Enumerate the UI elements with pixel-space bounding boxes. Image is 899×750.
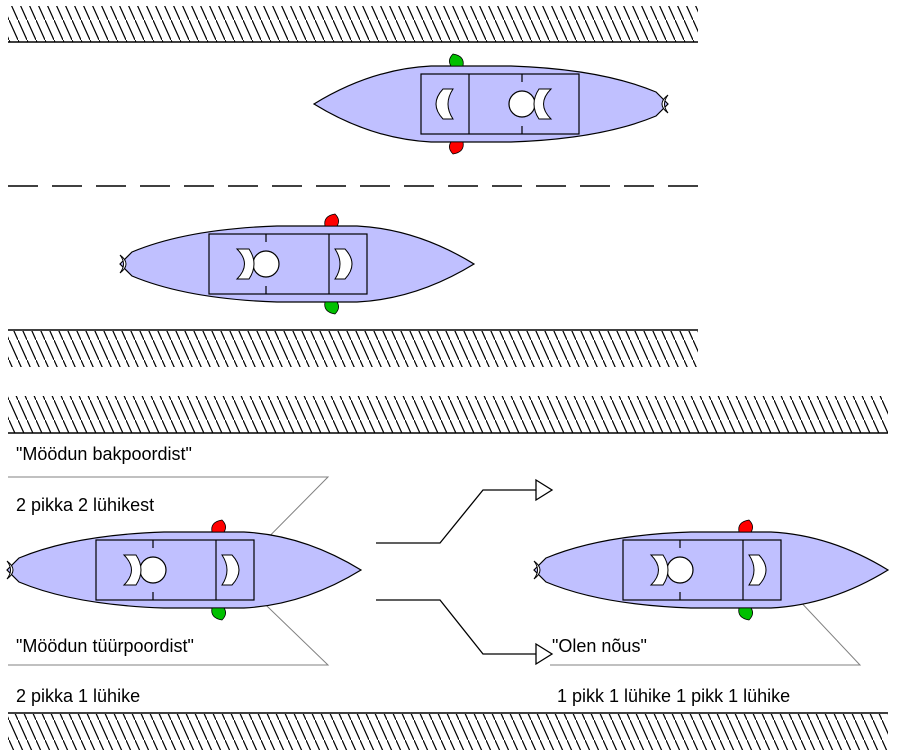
arrow-starboard-path xyxy=(376,599,536,655)
top-bank-hatching xyxy=(8,6,698,42)
arrow-port-path xyxy=(376,489,536,544)
label-agree-signal: 1 pikk 1 lühike 1 pikk 1 lühike xyxy=(557,686,790,706)
boat-upper-left-heading-icon xyxy=(313,53,669,155)
bottom-bank-hatching xyxy=(8,331,698,367)
label-overtake-starboard-signal: 2 pikka 1 lühike xyxy=(16,686,140,706)
leader-line-starboard xyxy=(8,579,330,666)
label-agree: "Olen nõus" xyxy=(552,636,647,656)
label-overtake-starboard: "Möödun tüürpoordist" xyxy=(16,636,194,656)
label-overtake-port: "Möödun bakpoordist" xyxy=(16,444,192,464)
overtaken-boat-icon xyxy=(533,519,889,621)
boat-lower-right-heading-icon xyxy=(119,213,475,315)
scene2-top-bank-hatching xyxy=(8,396,888,433)
overtaking-boat-icon xyxy=(6,519,362,621)
top-scene xyxy=(8,6,698,367)
arrow-starboard-head-icon xyxy=(535,642,554,666)
arrow-port-head-icon xyxy=(535,478,554,502)
label-overtake-port-signal: 2 pikka 2 lühikest xyxy=(16,495,154,515)
leader-line-agree xyxy=(550,579,862,666)
scene2-bottom-bank-hatching xyxy=(8,714,888,750)
bottom-scene: "Möödun bakpoordist" 2 pikka 2 lühikest … xyxy=(6,396,889,750)
